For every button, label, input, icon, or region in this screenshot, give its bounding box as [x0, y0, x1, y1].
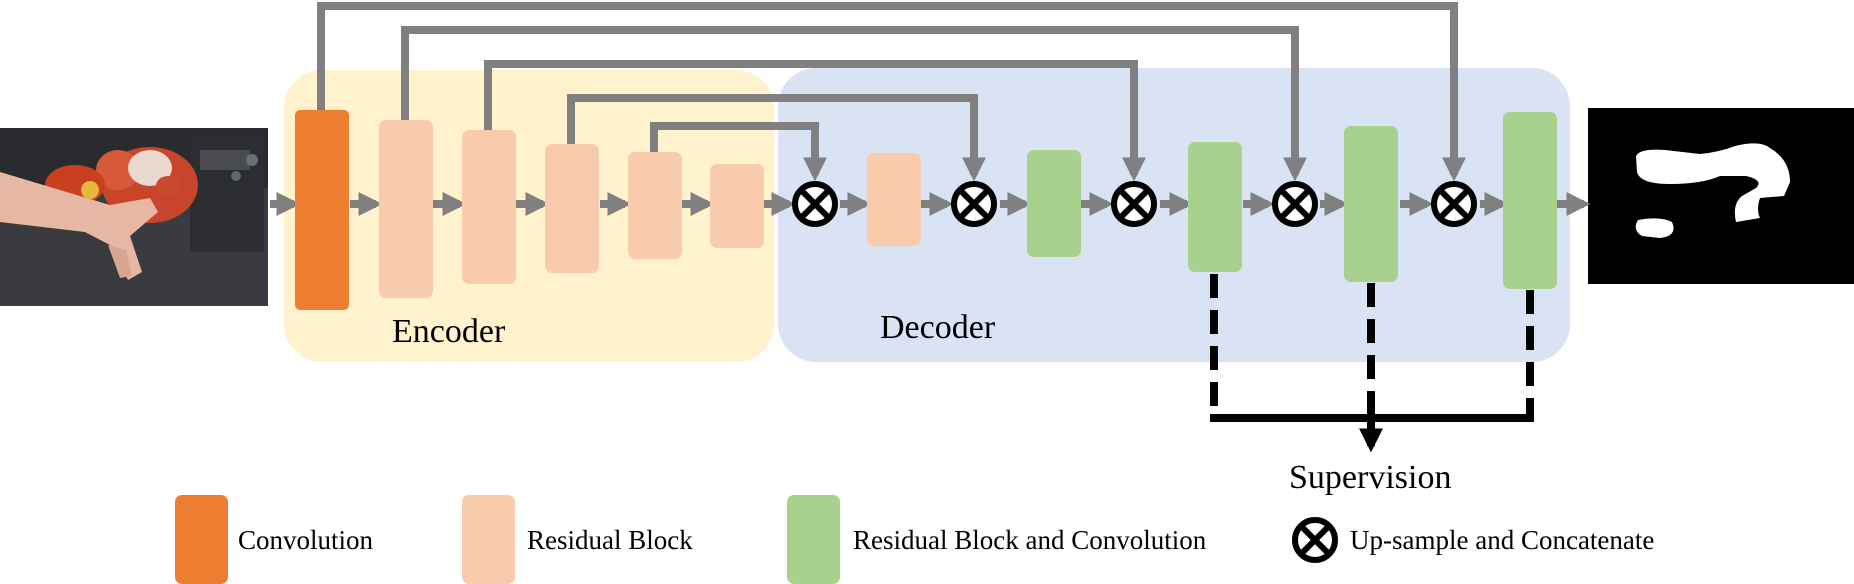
legend-upsample-concat-icon [1292, 517, 1338, 563]
supervision-label: Supervision [1289, 459, 1451, 496]
legend-convolution-swatch [175, 495, 228, 584]
concat-operators [792, 181, 1477, 227]
input-image [0, 128, 268, 306]
encoder-label: Encoder [392, 313, 506, 350]
decoder-green-block-1 [1027, 150, 1081, 257]
legend-upsample-concat-label: Up-sample and Concatenate [1350, 525, 1654, 555]
upsample-concat-icon [1111, 181, 1157, 227]
upsample-concat-icon [1272, 181, 1318, 227]
decoder-green-block-3 [1344, 126, 1398, 282]
upsample-concat-icon [951, 181, 997, 227]
supervision-lines [1210, 274, 1534, 453]
legend: Convolution Residual Block Residual Bloc… [175, 495, 1654, 584]
skip-connection-5 [650, 122, 827, 182]
decoder-green-block-2 [1188, 142, 1242, 272]
legend-residual-block-label: Residual Block [527, 525, 693, 555]
legend-residual-block-conv-swatch [787, 495, 840, 584]
upsample-concat-icon [1431, 181, 1477, 227]
output-mask [1588, 108, 1854, 284]
skip-connection-3 [484, 60, 1146, 182]
encoder-residual-block-1 [379, 120, 433, 298]
encoder-residual-block-2 [462, 130, 516, 284]
upsample-concat-icon [792, 181, 838, 227]
decoder-label: Decoder [880, 309, 996, 346]
legend-residual-block-swatch [462, 495, 515, 584]
skip-connection-1 [317, 2, 1466, 182]
encoder-residual-block-5 [710, 164, 764, 248]
legend-residual-block-conv-label: Residual Block and Convolution [853, 525, 1207, 555]
encoder-residual-block-4 [628, 152, 682, 259]
legend-convolution-label: Convolution [238, 525, 374, 555]
skip-connections [317, 2, 1466, 182]
skip-connection-2 [401, 26, 1307, 182]
decoder-residual-block [867, 153, 921, 246]
encoder-convolution-block [295, 110, 349, 310]
decoder-green-block-4 [1503, 112, 1557, 289]
encoder-residual-block-3 [545, 144, 599, 273]
skip-connection-4 [567, 94, 986, 182]
encoder-region [284, 70, 774, 362]
